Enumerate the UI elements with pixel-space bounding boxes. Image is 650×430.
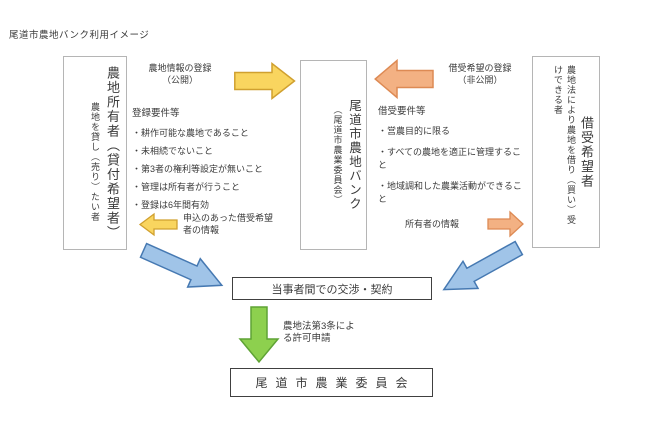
borrow-requirement-item: ・地域調和した農業活動ができること (378, 181, 522, 204)
permission-arrow-down-icon (238, 306, 280, 364)
borrower-box: 農地法により農地を借り（買い）受 けできる者 借受希望者 (532, 56, 600, 248)
register-arrow-right-icon (234, 61, 296, 101)
register-requirement-item: ・未相続でないこと (132, 146, 214, 156)
committee-box-label: 尾道市農業委員会 (255, 376, 416, 390)
owner-info-label: 所有者の情報 (405, 219, 460, 229)
owner-box-main-text: 農地所有者（貸付希望者） (105, 66, 120, 240)
register-requirement-item: ・登録は6年間有効 (132, 200, 210, 210)
owner-box-subtext: 農地を貸し（売り）たい者 (90, 102, 100, 222)
owner-to-negotiation-arrow-icon (139, 242, 224, 288)
borrower-to-negotiation-arrow-icon (442, 240, 524, 291)
bank-box-main-text: 尾道市農地バンク (347, 99, 361, 211)
borrow-requirement-item: ・営農目的に限る (378, 126, 451, 136)
negotiation-box: 当事者間での交渉・契約 (232, 277, 432, 300)
borrow-requirement-item: ・すべての農地を適正に管理すること (378, 147, 522, 170)
committee-box: 尾道市農業委員会 (230, 368, 433, 397)
page-title: 尾道市農地バンク利用イメージ (9, 30, 150, 41)
register-flow-label: 農地情報の登録 （公開） (148, 63, 212, 85)
applicant-info-label: 申込のあった借受希望 者の情報 (183, 213, 274, 235)
register-requirement-item: ・管理は所有者が行うこと (132, 182, 241, 192)
borrower-box-main-text: 借受希望者 (579, 115, 594, 189)
negotiation-box-label: 当事者間での交渉・契約 (271, 283, 393, 296)
borrow-requirements: 借受要件等 ・営農目的に限る ・すべての農地を適正に管理すること ・地域調和した… (378, 106, 526, 214)
owner-info-arrow-right-icon (487, 210, 524, 238)
request-flow-label: 借受希望の登録 （非公開） (448, 63, 512, 85)
permission-label: 農地法第3条によ る許可申請 (283, 321, 355, 344)
register-requirements: 登録要件等 ・耕作可能な農地であること ・未相続でないこと ・第3者の権利等設定… (132, 108, 292, 217)
borrow-requirements-heading: 借受要件等 (378, 106, 426, 117)
register-requirement-item: ・第3者の権利等設定が無いこと (132, 164, 264, 174)
bank-box-subtext: （尾道市農業委員会） (332, 105, 343, 205)
bank-box: （尾道市農業委員会） 尾道市農地バンク (300, 60, 367, 250)
request-arrow-left-icon (374, 58, 434, 100)
register-requirement-item: ・耕作可能な農地であること (132, 128, 249, 138)
register-requirements-heading: 登録要件等 (132, 108, 180, 119)
applicant-info-arrow-left-icon (138, 212, 178, 237)
borrower-box-subtext: 農地法により農地を借り（買い）受 けできる者 (552, 65, 576, 225)
owner-box: 農地を貸し（売り）たい者 農地所有者（貸付希望者） (63, 56, 127, 250)
